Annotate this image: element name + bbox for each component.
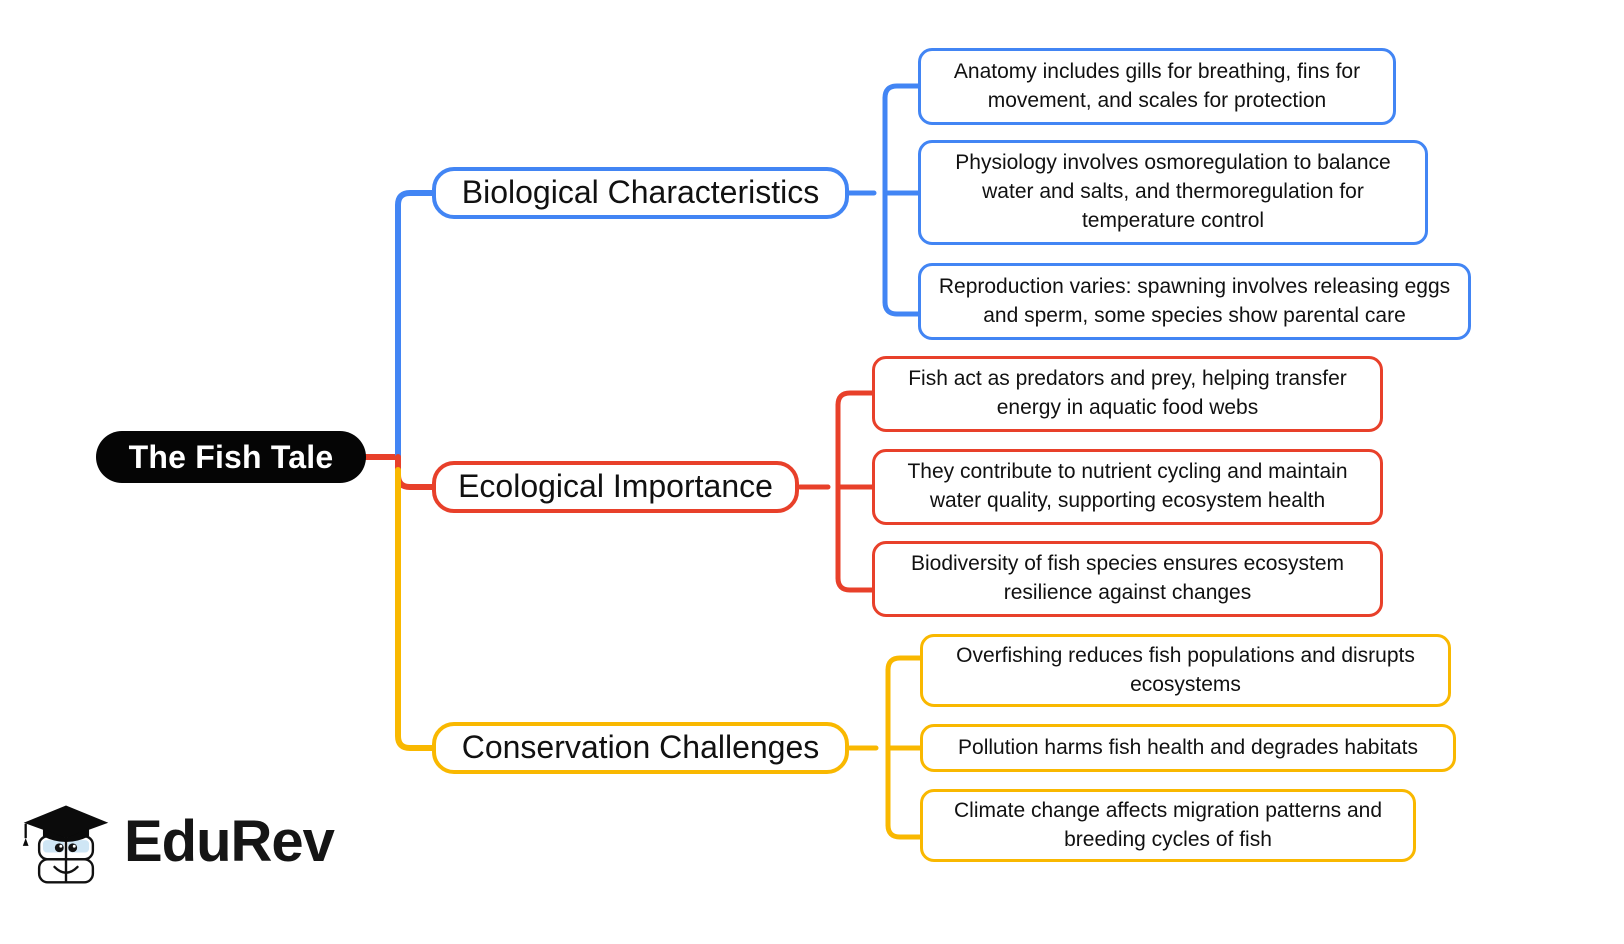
connector-red-corner-bottom [835, 575, 875, 593]
root-node-label: The Fish Tale [128, 438, 334, 475]
edurev-logo: EduRev [18, 792, 335, 892]
leaf-node-yellow-2[interactable]: Pollution harms fish health and degrades… [920, 724, 1456, 772]
leaf-node-label: Biodiversity of fish species ensures eco… [910, 552, 1344, 604]
leaf-node-label: Anatomy includes gills for breathing, fi… [953, 59, 1361, 112]
branch-node-ecological-importance[interactable]: Ecological Importance [432, 461, 799, 513]
root-node-the-fish-tale[interactable]: The Fish Tale [96, 431, 366, 483]
leaf-node-label: Overfishing reduces fish populations and… [956, 643, 1415, 696]
branch-node-conservation-challenges[interactable]: Conservation Challenges [432, 722, 849, 774]
leaf-node-red-3[interactable]: Biodiversity of fish species ensures eco… [872, 541, 1383, 617]
connector-blue-corner-top [882, 83, 921, 101]
leaf-node-label: Pollution harms fish health and degrades… [958, 735, 1418, 759]
connector-trunk-biological [395, 190, 435, 460]
leaf-node-label: Reproduction varies: spawning involves r… [938, 274, 1451, 327]
connector-trunk-conservation [395, 467, 435, 751]
graduation-cap-mascot-icon [22, 805, 109, 884]
leaf-node-label: They contribute to nutrient cycling and … [907, 460, 1348, 512]
branch-node-label: Ecological Importance [458, 468, 773, 505]
connector-yellow-corner-top [885, 655, 923, 673]
leaf-node-red-2[interactable]: They contribute to nutrient cycling and … [872, 449, 1383, 525]
leaf-node-red-1[interactable]: Fish act as predators and prey, helping … [872, 356, 1383, 432]
connector-red-corner-top [835, 390, 875, 408]
branch-node-label: Biological Characteristics [461, 174, 820, 211]
branch-node-biological-characteristics[interactable]: Biological Characteristics [432, 167, 849, 219]
branch-node-label: Conservation Challenges [461, 729, 820, 766]
connector-yellow-corner-bottom [885, 822, 923, 840]
leaf-node-blue-2[interactable]: Physiology involves osmoregulation to ba… [918, 140, 1428, 245]
leaf-node-blue-1[interactable]: Anatomy includes gills for breathing, fi… [918, 48, 1396, 125]
leaf-node-yellow-1[interactable]: Overfishing reduces fish populations and… [920, 634, 1451, 707]
connector-trunk-ecological [395, 454, 435, 490]
leaf-node-blue-3[interactable]: Reproduction varies: spawning involves r… [918, 263, 1471, 340]
leaf-node-label: Climate change affects migration pattern… [953, 798, 1383, 851]
leaf-node-yellow-3[interactable]: Climate change affects migration pattern… [920, 789, 1416, 862]
leaf-node-label: Fish act as predators and prey, helping … [908, 367, 1347, 419]
leaf-node-label: Physiology involves osmoregulation to ba… [955, 151, 1391, 232]
connector-blue-corner-bottom [882, 299, 921, 317]
edurev-wordmark: EduRev [124, 809, 335, 874]
